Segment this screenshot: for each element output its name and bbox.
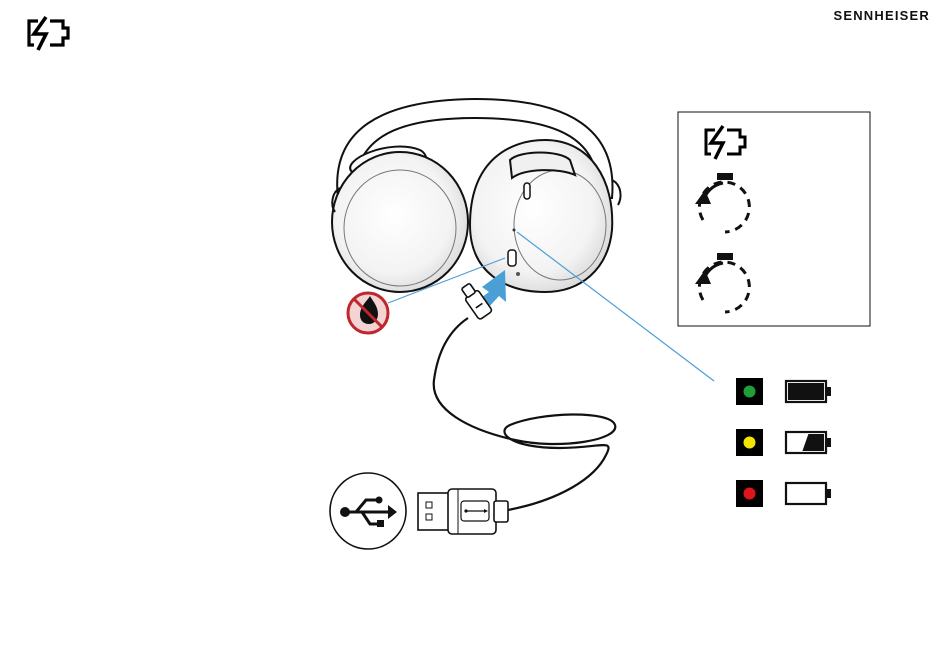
led-status-row [736,480,831,507]
led-dot [744,437,756,449]
led-dot [744,386,756,398]
usb-cable [434,281,616,510]
usb-icon [330,473,406,549]
usb-a-plug [418,489,508,534]
battery-partial-icon [786,432,831,453]
headphones [332,99,620,292]
led-status-list [736,378,831,507]
led-status-row [736,429,831,456]
battery-full-icon [786,381,831,402]
no-liquid-icon [348,293,388,333]
battery-charging-icon [29,17,68,50]
battery-empty-icon [786,483,831,504]
led-status-row [736,378,831,405]
legend-box [678,112,870,326]
led-dot [744,488,756,500]
